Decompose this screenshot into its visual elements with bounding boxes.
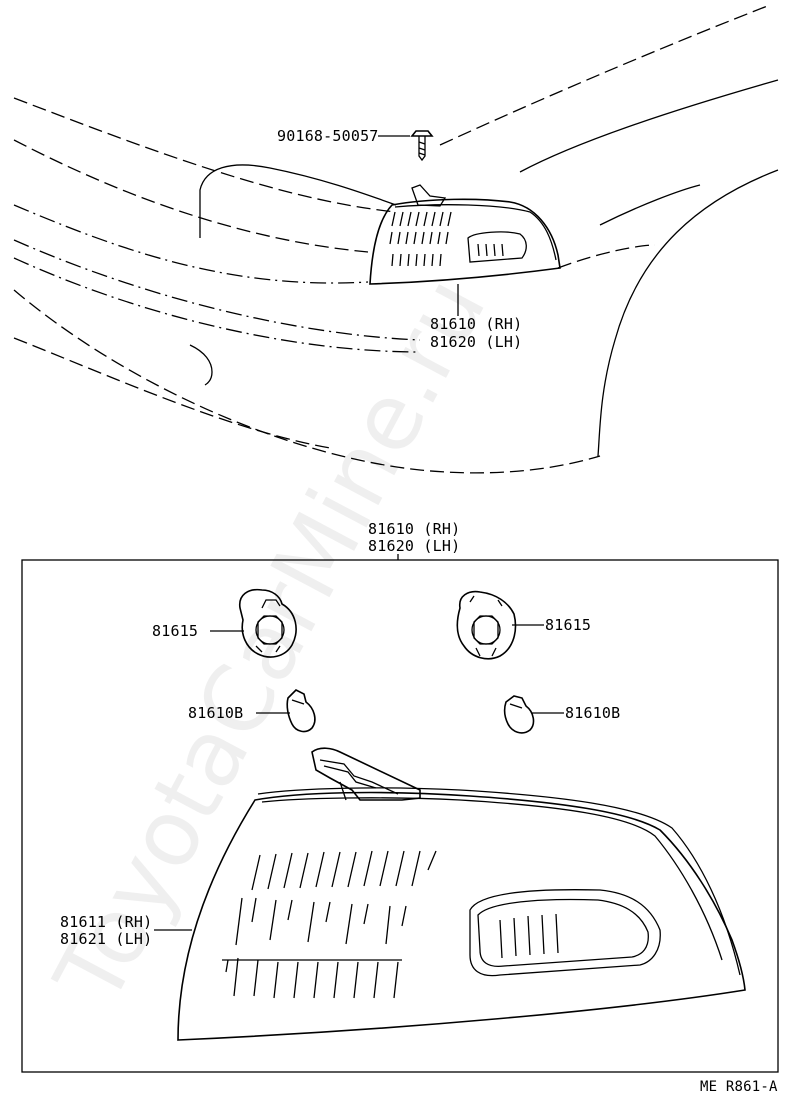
assembly-lh-label: 81620 (LH) (368, 537, 460, 555)
lamp-rh-label: 81610 (RH) (430, 315, 522, 333)
screw-part-label: 90168-50057 (277, 127, 379, 145)
socket-right-icon (456, 590, 517, 660)
socket-left-icon (238, 588, 297, 658)
socket-left-label: 81615 (152, 622, 198, 640)
socket-right-label: 81615 (545, 616, 591, 634)
corner-lamp-installed (369, 184, 561, 285)
lens-icon (177, 747, 746, 1041)
bulb-right-icon (503, 695, 535, 734)
bulb-right-label: 81610B (565, 704, 620, 722)
lamp-lh-label: 81620 (LH) (430, 333, 522, 351)
lens-rh-label: 81611 (RH) (60, 913, 152, 931)
detail-frame (21, 559, 779, 1073)
screw-icon (410, 130, 434, 162)
vehicle-body-outline (13, 4, 779, 474)
lens-lh-label: 81621 (LH) (60, 930, 152, 948)
diagram-code: ME R861-A (700, 1079, 778, 1095)
bulb-left-label: 81610B (188, 704, 243, 722)
assembly-rh-label: 81610 (RH) (368, 520, 460, 538)
watermark: ToyotaCarMine.ru (34, 260, 506, 1021)
